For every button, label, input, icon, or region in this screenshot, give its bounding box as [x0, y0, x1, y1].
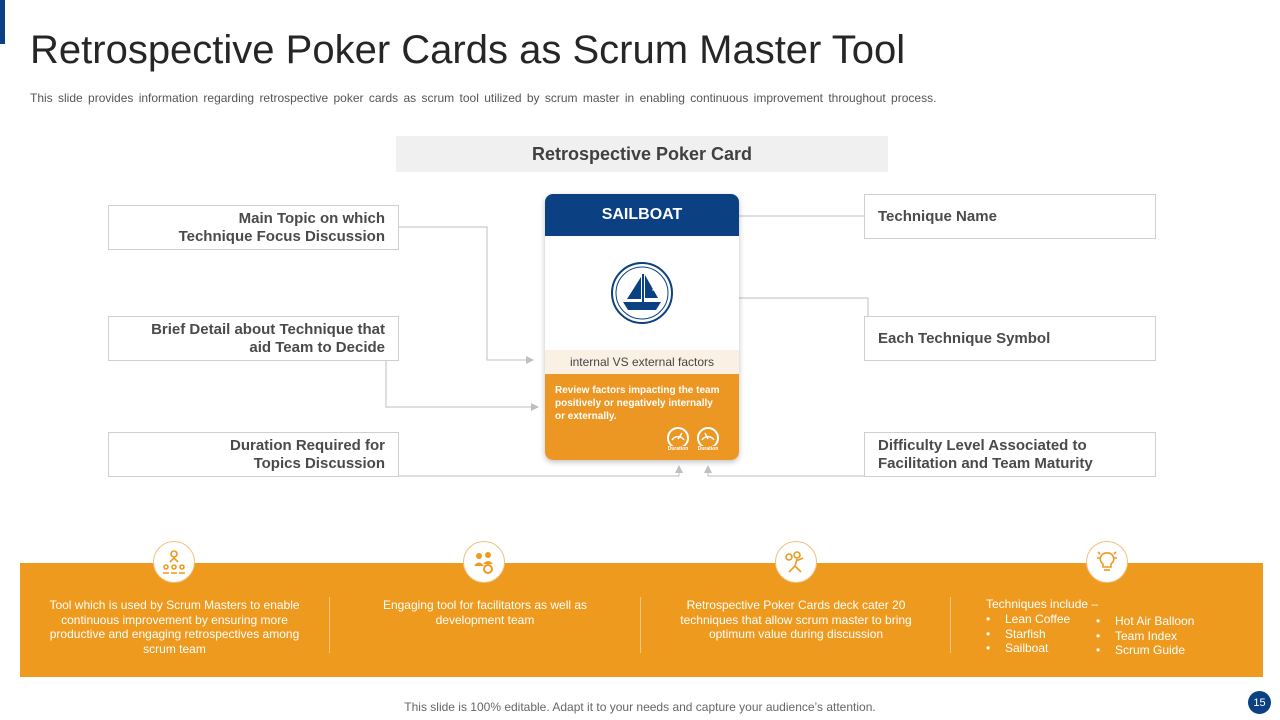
card-heading: Retrospective Poker Card: [396, 136, 888, 172]
team-gear-icon: [463, 541, 505, 583]
feature-column: Engaging tool for facilitators as well a…: [330, 541, 640, 677]
expert-person-icon: [775, 541, 817, 583]
feature-text: Retrospective Poker Cards deck cater 20 …: [680, 598, 912, 641]
feature-column: Retrospective Poker Cards deck cater 20 …: [641, 541, 951, 677]
gauge-icon: Duration: [696, 426, 720, 452]
team-presentation-icon: [153, 541, 195, 583]
card-technique-name: SAILBOAT: [545, 194, 739, 236]
technique-item: Scrum Guide: [1096, 643, 1194, 658]
connector-brief-detail: [385, 361, 539, 411]
technique-item: Hot Air Balloon: [1096, 614, 1194, 629]
label-technique-symbol: Each Technique Symbol: [864, 316, 1156, 361]
slide-title: Retrospective Poker Cards as Scrum Maste…: [30, 28, 906, 72]
label-technique-name: Technique Name: [864, 194, 1156, 239]
technique-item: Team Index: [1096, 629, 1194, 644]
technique-item: Lean Coffee: [986, 612, 1070, 627]
card-topic: internal VS external factors: [545, 350, 739, 374]
feature-text: Engaging tool for facilitators as well a…: [382, 598, 588, 627]
gauge-icon: Duration: [666, 426, 690, 452]
band-divider: [950, 597, 951, 653]
lightbulb-gear-icon: [1086, 541, 1128, 583]
techniques-heading: Techniques include –: [986, 597, 1099, 611]
sailboat-icon: [611, 262, 673, 324]
gauge-label: Duration: [667, 446, 689, 452]
feature-band: Tool which is used by Scrum Masters to e…: [20, 541, 1263, 677]
connector-duration: [398, 465, 683, 477]
feature-column: Tool which is used by Scrum Masters to e…: [20, 541, 329, 677]
card-detail-panel: Review factors impacting the team positi…: [545, 374, 739, 460]
slide-footer: This slide is 100% editable. Adapt it to…: [404, 700, 876, 714]
connector-main-topic: [398, 226, 534, 364]
band-divider: [640, 597, 641, 653]
technique-item: Starfish: [986, 627, 1070, 642]
band-divider: [329, 597, 330, 653]
technique-item: Sailboat: [986, 641, 1070, 656]
title-accent-bar: [0, 0, 5, 44]
feature-text: Tool which is used by Scrum Masters to e…: [49, 598, 300, 656]
poker-card: SAILBOAT internal VS external factors Re…: [545, 194, 739, 460]
techniques-list-1: Lean Coffee Starfish Sailboat: [986, 612, 1070, 656]
feature-column: [951, 541, 1263, 677]
gauge-label: Duration: [697, 446, 719, 452]
card-detail: Review factors impacting the team positi…: [555, 385, 720, 422]
slide-subtitle: This slide provides information regardin…: [30, 91, 937, 105]
connector-difficulty: [704, 465, 864, 477]
page-number: 15: [1248, 691, 1271, 714]
techniques-list-2: Hot Air Balloon Team Index Scrum Guide: [1096, 614, 1194, 658]
